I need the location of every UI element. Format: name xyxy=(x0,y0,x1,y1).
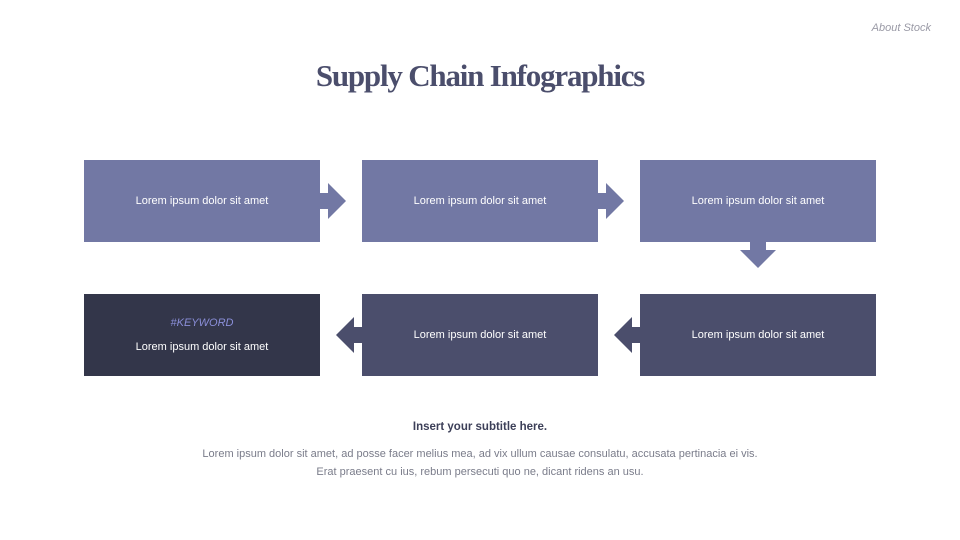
brand-label: About Stock xyxy=(871,22,931,34)
step-box-4: Lorem ipsum dolor sit amet xyxy=(640,294,876,376)
body-line-1: Lorem ipsum dolor sit amet, ad posse fac… xyxy=(202,448,758,460)
step-3-label: Lorem ipsum dolor sit amet xyxy=(691,195,825,207)
step-4-label: Lorem ipsum dolor sit amet xyxy=(691,329,825,341)
step-6-label: Lorem ipsum dolor sit amet xyxy=(135,341,269,353)
page-title: Supply Chain Infographics xyxy=(315,58,646,93)
arrow-left-icon xyxy=(614,317,641,353)
arrow-left-icon xyxy=(336,317,363,353)
subtitle: Insert your subtitle here. xyxy=(412,421,548,433)
step-box-6: #KEYWORD Lorem ipsum dolor sit amet xyxy=(84,294,320,376)
step-5-label: Lorem ipsum dolor sit amet xyxy=(413,329,547,341)
step-2-label: Lorem ipsum dolor sit amet xyxy=(413,195,547,207)
body-text: Lorem ipsum dolor sit amet, ad posse fac… xyxy=(0,445,960,481)
step-1-label: Lorem ipsum dolor sit amet xyxy=(135,195,269,207)
body-line-2: Erat praesent cu ius, rebum persecuti qu… xyxy=(316,466,644,478)
arrow-down-icon xyxy=(740,241,776,268)
step-box-1: Lorem ipsum dolor sit amet xyxy=(84,160,320,242)
step-box-3: Lorem ipsum dolor sit amet xyxy=(640,160,876,242)
arrow-right-icon xyxy=(319,183,346,219)
step-box-2: Lorem ipsum dolor sit amet xyxy=(362,160,598,242)
step-box-5: Lorem ipsum dolor sit amet xyxy=(362,294,598,376)
keyword-label: #KEYWORD xyxy=(170,317,234,329)
arrow-right-icon xyxy=(597,183,624,219)
